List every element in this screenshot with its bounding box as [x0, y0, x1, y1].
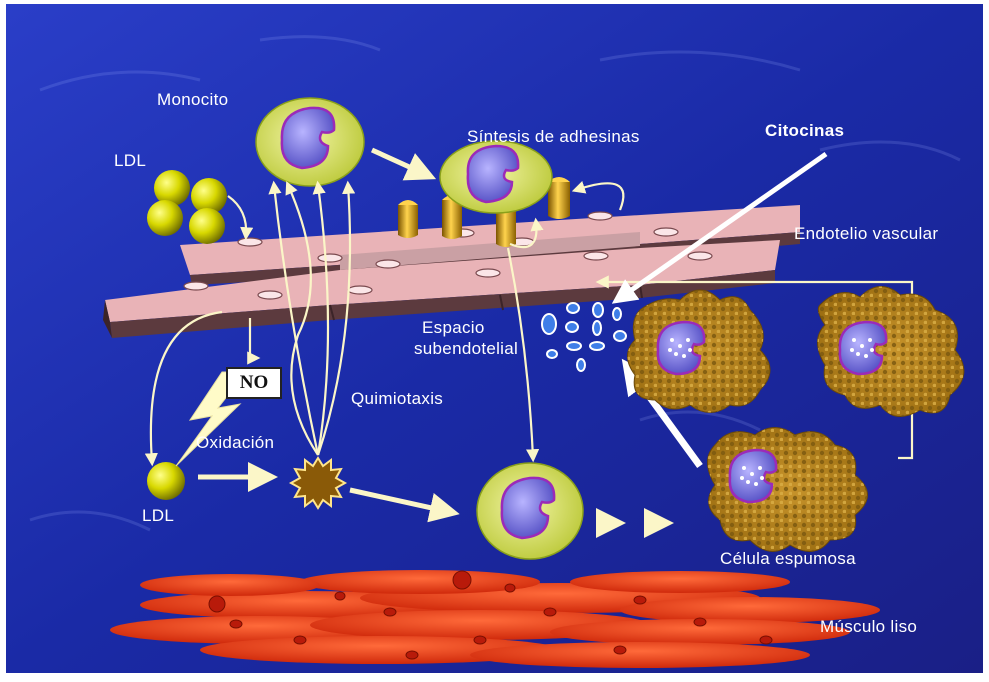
ldl-single [147, 462, 185, 500]
label-monocito: Monocito [157, 90, 228, 110]
foam-cell-1 [628, 290, 771, 413]
monocyte-bottom [477, 463, 583, 559]
label-celula-espumosa: Célula espumosa [720, 549, 856, 569]
smooth-muscle [110, 570, 880, 668]
label-sintesis-adhesinas: Síntesis de adhesinas [467, 127, 640, 147]
label-ldl-bottom: LDL [142, 506, 174, 526]
label-ldl-top: LDL [114, 151, 146, 171]
nitric-oxide-box: NO [226, 367, 282, 399]
label-musculo-liso: Músculo liso [820, 617, 917, 637]
label-citocinas: Citocinas [765, 121, 844, 141]
label-subendotelial: subendotelial [414, 339, 518, 359]
monocyte-adhering [440, 141, 552, 213]
label-quimiotaxis: Quimiotaxis [351, 389, 443, 409]
label-oxidacion: Oxidación [196, 433, 274, 453]
label-endotelio-vascular: Endotelio vascular [794, 224, 938, 244]
monocyte-top [256, 98, 364, 186]
label-espacio: Espacio [422, 318, 485, 338]
